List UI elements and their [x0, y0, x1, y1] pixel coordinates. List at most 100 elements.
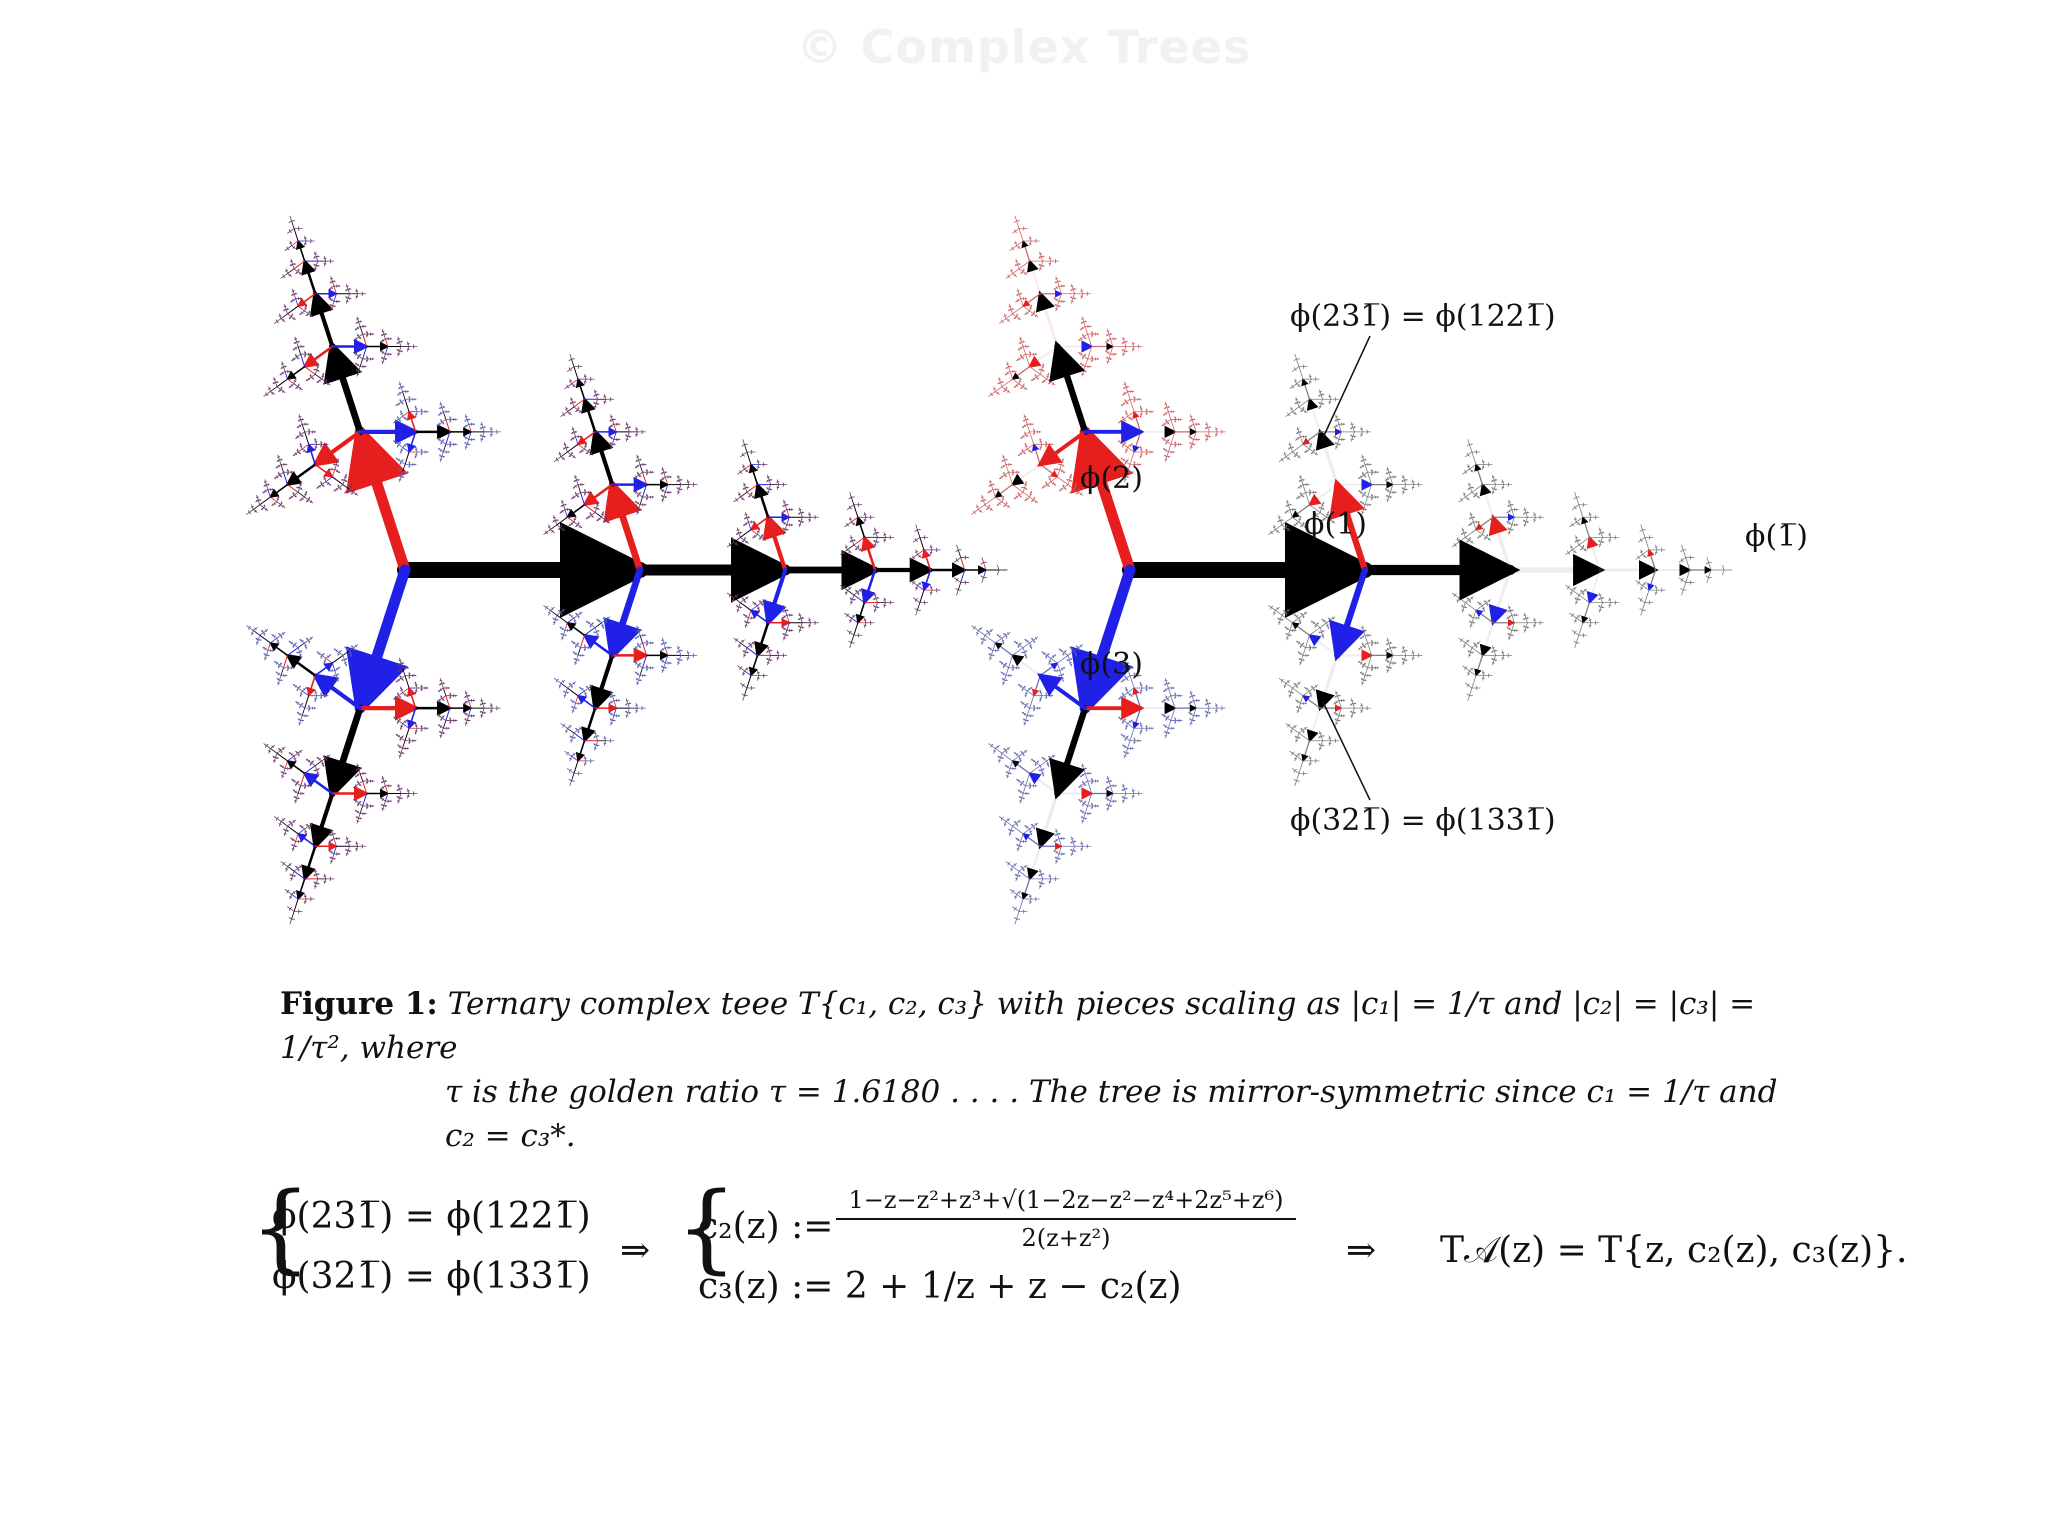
tree-branch: [575, 695, 579, 704]
tree-branch: [334, 464, 337, 470]
tree-branch: [582, 633, 614, 657]
tree-branch: [733, 597, 741, 604]
tree-branch: [293, 268, 299, 273]
tree-branch: [661, 498, 664, 501]
tree-branch: [636, 707, 638, 712]
tree-branch: [912, 554, 918, 558]
tree-branch: [601, 516, 607, 521]
tree-branch: [610, 713, 615, 717]
tree-branch: [560, 527, 564, 531]
tree-branch: [321, 375, 324, 380]
tree-branch: [613, 707, 617, 717]
tree-branch: [553, 619, 556, 624]
tree-branch: [414, 413, 417, 416]
tree-branch: [556, 524, 562, 529]
tree-branch: [809, 619, 811, 624]
tree-branch: [264, 481, 267, 486]
tree-branch: [384, 346, 389, 355]
tree-branch: [324, 257, 327, 262]
tree-branch: [566, 684, 572, 689]
tree-branch: [635, 645, 639, 649]
tree-branch: [849, 630, 852, 633]
tree-branch: [576, 644, 581, 649]
tree-branch: [331, 853, 335, 860]
tree-branch: [382, 785, 386, 789]
tree-branch: [574, 661, 576, 664]
tree-branch: [678, 654, 682, 661]
tree-branch: [295, 790, 297, 793]
tree-branch: [560, 414, 564, 417]
tree-branch: [610, 436, 613, 439]
tree-branch: [560, 682, 568, 689]
tree-branch: [298, 228, 300, 231]
tree-branch: [382, 798, 386, 802]
tree-branch: [637, 502, 641, 506]
left-fractal-tree: [246, 215, 1008, 925]
tree-branch: [331, 858, 333, 863]
tree-branch: [407, 346, 410, 350]
tree-branch: [358, 768, 361, 774]
tree-branch: [575, 484, 579, 487]
tree-branch: [635, 491, 638, 493]
tree-branch: [746, 647, 758, 656]
tree-branch: [413, 793, 415, 796]
tree-branch: [562, 504, 566, 510]
tree-branch: [296, 782, 301, 787]
tree-branch: [575, 436, 579, 445]
tree-branch: [566, 752, 572, 757]
tree-branch: [280, 276, 284, 279]
tree-branch: [382, 351, 386, 355]
tree-branch: [278, 464, 282, 467]
tree-branch: [246, 512, 250, 515]
tree-branch: [357, 364, 361, 368]
tree-branch: [289, 918, 292, 925]
tree-branch: [323, 880, 326, 883]
tree-branch: [923, 602, 926, 605]
tree-branch: [265, 743, 269, 746]
tree-branch: [465, 423, 469, 427]
tree-branch: [297, 448, 303, 453]
tree-branch: [572, 436, 576, 439]
tree-branch: [314, 870, 317, 875]
tree-branch: [743, 654, 745, 656]
tree-branch: [850, 634, 855, 644]
tree-branch: [576, 491, 581, 496]
tree-branch: [744, 443, 748, 453]
tree-branch: [576, 431, 596, 446]
tree-branch: [402, 411, 410, 417]
tree-branch: [918, 556, 921, 558]
tree-branch: [292, 247, 295, 249]
tree-branch: [588, 451, 592, 455]
tree-branch: [957, 549, 962, 558]
tree-branch: [300, 431, 306, 436]
tree-branch: [304, 431, 310, 445]
tree-branch: [748, 462, 759, 486]
tree-branch: [564, 750, 568, 754]
tree-branch: [407, 793, 410, 797]
tree-branch: [336, 461, 339, 463]
tree-branch: [297, 346, 301, 355]
tree-branch: [739, 469, 741, 473]
tree-branch: [280, 318, 284, 321]
tree-branch: [543, 605, 547, 608]
tree-branch: [663, 662, 666, 669]
tree-branch: [291, 892, 295, 895]
tree-branch: [609, 398, 612, 402]
tree-branch: [401, 413, 403, 417]
tree-branch: [964, 557, 967, 560]
tree-branch: [739, 640, 744, 644]
tree-branch: [308, 823, 312, 827]
tree-branch: [466, 419, 469, 425]
tree-branch: [569, 366, 575, 370]
tree-branch: [577, 524, 581, 528]
tree-branch: [768, 650, 771, 656]
tree-branch: [359, 805, 364, 815]
tree-branch: [286, 759, 306, 775]
tree-branch: [293, 228, 299, 242]
tree-branch: [589, 453, 592, 455]
tree-branch: [481, 436, 484, 440]
tree-branch: [292, 839, 296, 842]
tree-branch: [299, 273, 301, 275]
tree-branch: [280, 820, 288, 827]
tree-branch: [754, 482, 770, 519]
